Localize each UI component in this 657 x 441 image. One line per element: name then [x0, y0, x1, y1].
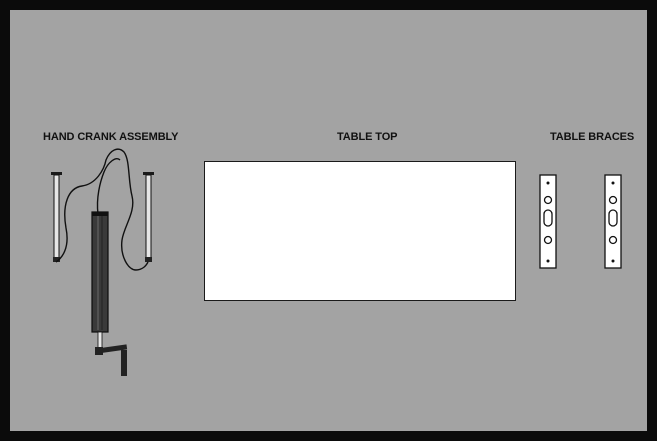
table-braces-label: TABLE BRACES: [550, 131, 635, 143]
hand-crank-assembly: [51, 148, 154, 376]
table-top-panel: [204, 161, 516, 301]
hand-crank-assembly-label: HAND CRANK ASSEMBLY: [43, 131, 179, 143]
crank-handle: [95, 344, 128, 376]
left-support-rod: [51, 172, 62, 262]
table-brace-right: [604, 174, 622, 269]
right-support-rod: [143, 172, 154, 262]
crank-tube: [91, 211, 109, 333]
table-brace-left: [539, 174, 557, 269]
table-top-label: TABLE TOP: [337, 131, 398, 143]
crank-shaft: [97, 331, 103, 349]
crank-cables: [55, 148, 149, 271]
